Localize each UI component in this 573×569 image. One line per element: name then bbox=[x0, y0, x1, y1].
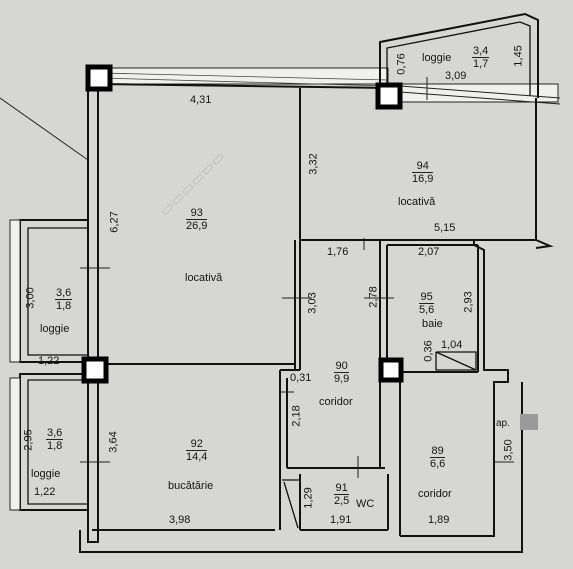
loggie-left1-name: loggie bbox=[40, 323, 70, 335]
column-top-middle bbox=[375, 82, 403, 110]
room-91-name: WC bbox=[356, 498, 375, 510]
room-93-name: locativă bbox=[185, 272, 223, 284]
left-loggie-structure bbox=[9, 219, 88, 511]
room-95-name: baie bbox=[422, 318, 443, 330]
dim-wc-left: 1,29 bbox=[302, 487, 315, 509]
dim-corr-mid: 2,78 bbox=[367, 286, 380, 308]
dim-wc-bottom: 1,91 bbox=[330, 514, 352, 526]
dim-loc94-bottom: 5,15 bbox=[434, 222, 456, 234]
dimension-ticks bbox=[80, 77, 514, 478]
dim-top-main: 4,31 bbox=[190, 94, 212, 106]
dim-corr-small: 0,31 bbox=[290, 372, 312, 384]
room-90-name: coridor bbox=[319, 396, 353, 408]
interior-walls bbox=[96, 240, 479, 536]
dim-corr-top: 1,76 bbox=[327, 246, 349, 258]
loggie-left2-name: loggie bbox=[31, 468, 61, 480]
dim-kitchen-left: 3,64 bbox=[107, 431, 120, 453]
dim-loggie-l1-w: 1,22 bbox=[38, 355, 60, 367]
dim-loggie-l2-w: 1,22 bbox=[34, 486, 56, 498]
dim-baie-top: 2,07 bbox=[418, 246, 440, 258]
column-top-left bbox=[85, 64, 113, 92]
structural-columns bbox=[81, 64, 404, 384]
dim-baie-bottom: 1,04 bbox=[441, 339, 463, 351]
dim-baie-right: 2,93 bbox=[462, 291, 475, 313]
dim-left-main: 6,27 bbox=[108, 211, 121, 233]
redaction-block bbox=[520, 414, 538, 430]
column-middle-left bbox=[81, 356, 109, 384]
dim-loc94-left: 3,32 bbox=[307, 153, 320, 175]
dim-loggie-l2-h: 2,95 bbox=[22, 429, 35, 451]
column-middle-right bbox=[378, 357, 404, 383]
dim-loc93-right: 3,03 bbox=[306, 292, 319, 314]
leader-line bbox=[0, 97, 89, 161]
dim-corr-left: 2,18 bbox=[290, 405, 303, 427]
room-92-name: bucătărie bbox=[168, 480, 214, 492]
room-94-name: locativă bbox=[398, 196, 436, 208]
loggie-top-name: loggie bbox=[422, 52, 452, 64]
dim-corr89-bottom: 1,89 bbox=[428, 514, 450, 526]
apartment-tag: ap. bbox=[496, 418, 510, 429]
dim-loggie-small: 0,76 bbox=[395, 53, 408, 75]
dim-baie-small: 0,36 bbox=[422, 340, 435, 362]
dim-kitchen-bottom: 3,98 bbox=[169, 514, 191, 526]
room-89-name: coridor bbox=[418, 488, 452, 500]
dim-loggie-len: 3,09 bbox=[445, 70, 467, 82]
dim-corr89-right: 3,50 bbox=[502, 439, 515, 461]
dim-right-loggie: 1,45 bbox=[512, 45, 525, 67]
dim-loggie-l1-h: 3,00 bbox=[24, 287, 37, 309]
